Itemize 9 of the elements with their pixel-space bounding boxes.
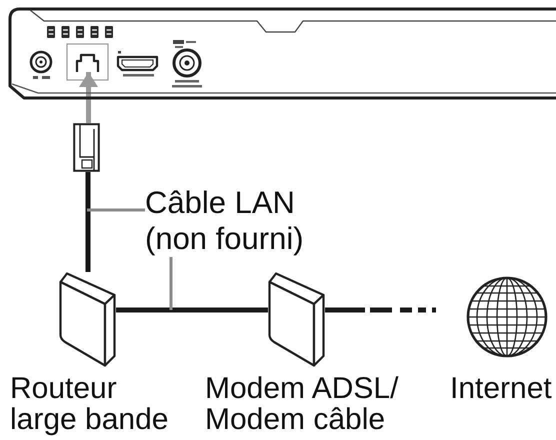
cable-line (116, 308, 268, 312)
leader-line (170, 257, 172, 310)
modem-label: Modem ADSL/ Modem câble (205, 373, 400, 435)
router-label: Routeur large bande (10, 373, 170, 435)
internet-label: Internet (450, 373, 553, 404)
cable-line (86, 172, 90, 272)
cable-label: Câble LAN (non fourni) (145, 185, 305, 257)
arrow (81, 72, 96, 123)
leader-line (87, 208, 145, 212)
